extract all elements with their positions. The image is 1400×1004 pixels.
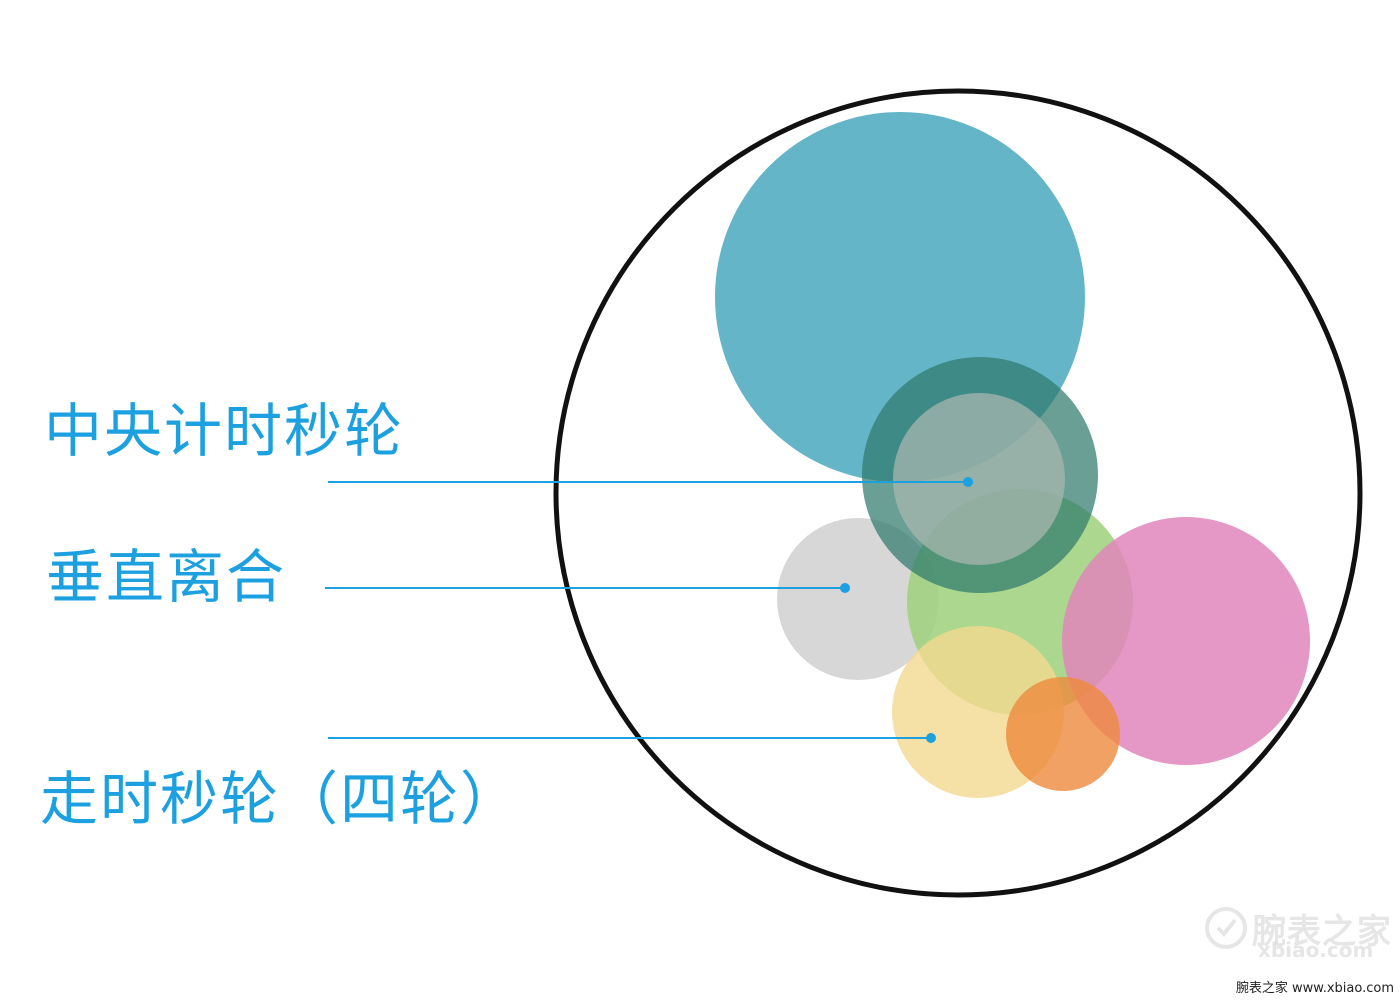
movement-outline — [553, 88, 1363, 898]
central-seconds-wheel-label: 中央计时秒轮 — [44, 397, 405, 465]
chrono-ring-inner — [893, 393, 1065, 565]
footer-credit: 腕表之家 www.xbiao.com — [1235, 981, 1394, 996]
orange-wheel — [1006, 677, 1120, 791]
vertical-clutch-label: 垂直离合 — [46, 543, 287, 611]
running-seconds-wheel-label: 走时秒轮（四轮） — [40, 765, 521, 833]
watermark-en-text: xbiao.com — [1258, 938, 1374, 962]
pink-wheel — [1062, 517, 1310, 765]
watermark: 腕表之家 xbiao.com — [1196, 902, 1396, 962]
watermark-cn-text: 腕表之家 — [1252, 912, 1392, 952]
leader-dot-vertical — [840, 583, 850, 593]
leader-dot-running — [926, 733, 936, 743]
leader-dot-central — [963, 477, 973, 487]
watch-logo-icon — [1205, 907, 1247, 949]
